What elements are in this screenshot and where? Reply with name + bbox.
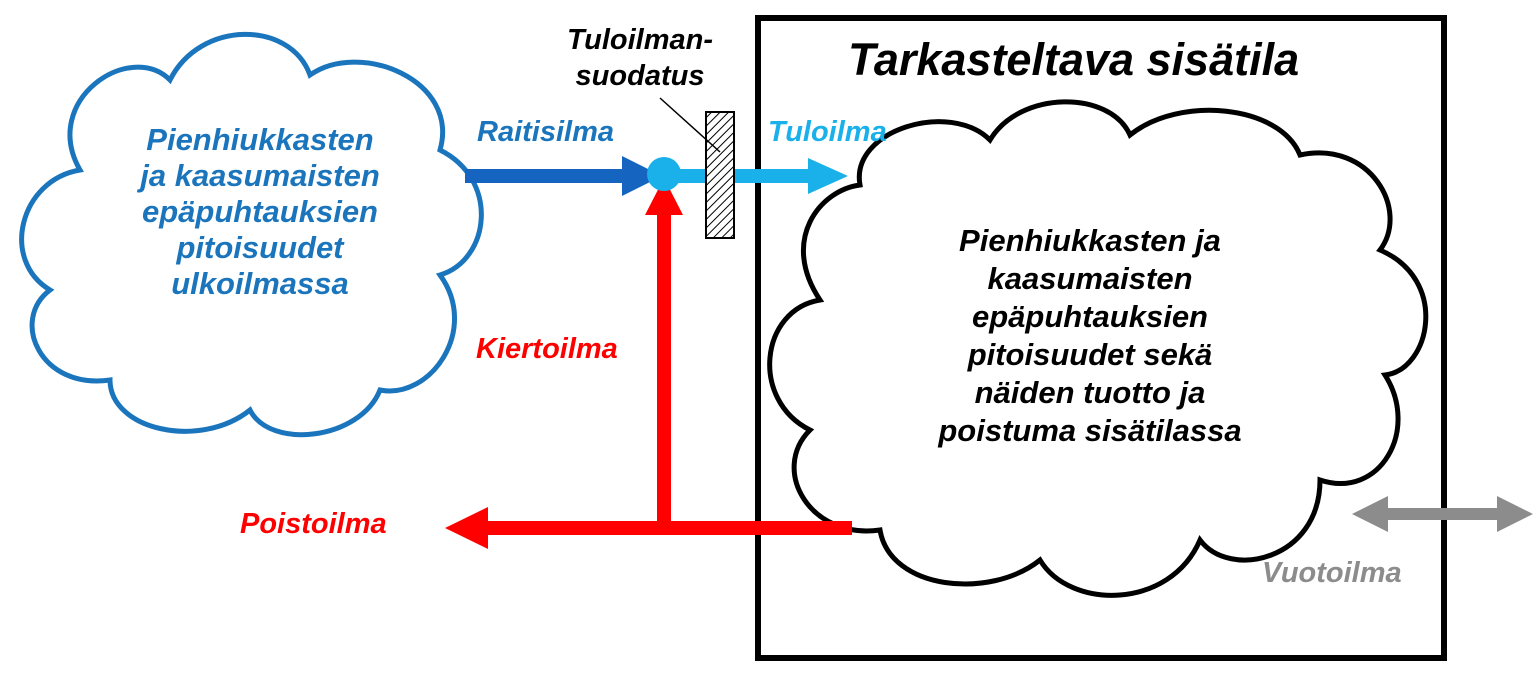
kiertoilma-label: Kiertoilma	[476, 333, 618, 365]
filter-leader-line	[659, 97, 721, 153]
outdoor-cloud	[19, 31, 484, 438]
raitisilma-label: Raitisilma	[477, 116, 614, 148]
indoor-room-box	[755, 15, 1447, 661]
vuotoilma-arrow-head-right	[1497, 496, 1533, 532]
indoor-cloud-text: Pienhiukkasten ja kaasumaisten epäpuhtau…	[938, 223, 1242, 448]
vuotoilma-label: Vuotoilma	[1262, 557, 1402, 589]
tuloilma-label: Tuloilma	[768, 116, 887, 148]
kiertoilma-arrow-head	[645, 178, 683, 215]
raitisilma-arrow-head	[622, 156, 662, 196]
mixing-junction-dot	[647, 157, 681, 191]
poistoilma-label: Poistoilma	[240, 508, 387, 540]
supply-air-filter	[705, 111, 735, 239]
vuotoilma-arrow-head-left	[1352, 496, 1388, 532]
outdoor-cloud-text: Pienhiukkasten ja kaasumaisten epäpuhtau…	[140, 122, 380, 301]
room-title: Tarkasteltava sisätila	[848, 34, 1300, 85]
tuloilma-arrow-head	[808, 158, 848, 194]
poistoilma-arrow-head	[445, 507, 488, 549]
filter-label: Tuloilman- suodatus	[566, 24, 714, 92]
indoor-cloud	[767, 99, 1429, 598]
